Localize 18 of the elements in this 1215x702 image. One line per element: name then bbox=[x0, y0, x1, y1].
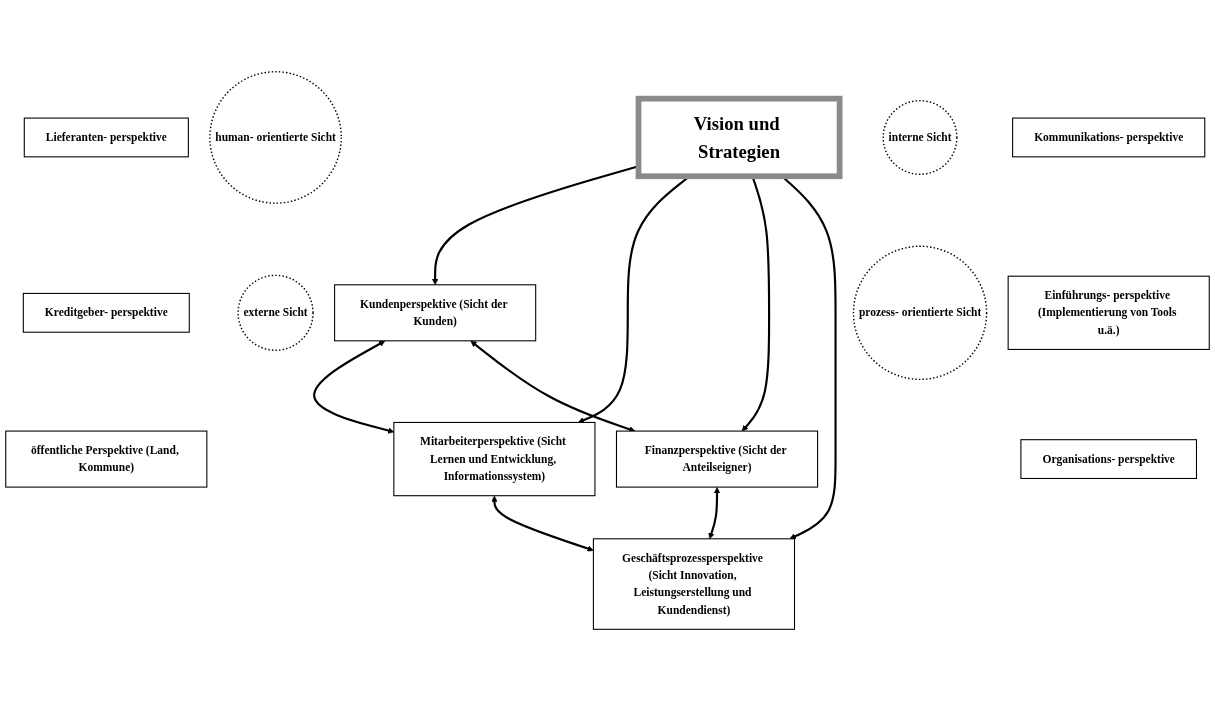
node-box: Organisations- perspektive bbox=[1020, 439, 1197, 480]
node-box: Kundenperspektive (Sicht der Kunden) bbox=[334, 284, 537, 342]
arrow bbox=[708, 487, 721, 540]
node-box: Lieferanten- perspektive bbox=[23, 118, 189, 158]
arrow bbox=[470, 341, 636, 433]
node-box: Kreditgeber- perspektive bbox=[22, 293, 190, 334]
node-box: Mitarbeiterperspektive (Sicht Lernen und Entwicklung, Informationssystem) bbox=[393, 422, 596, 497]
node-box: Kommunikations- perspektive bbox=[1012, 118, 1206, 158]
node-circle: human- orientierte Sicht bbox=[209, 71, 342, 205]
node-circle: externe Sicht bbox=[237, 275, 314, 352]
node-box: öffentliche Perspektive (Land, Kommune) bbox=[5, 431, 208, 489]
arrow bbox=[491, 496, 594, 553]
node-circle: prozess- orientierte Sicht bbox=[852, 246, 988, 381]
node-box: Geschäftsprozessperspektive (Sicht Innovation, Leistungserstellung und Kundendienst) bbox=[592, 538, 796, 631]
node-box: Finanzperspektive (Sicht der Anteilseigner) bbox=[615, 431, 819, 489]
node-box: Einführungs- perspektive (Implementierung von Tools u.ä.) bbox=[1007, 276, 1210, 351]
node-box: Vision und Strategien bbox=[635, 96, 843, 180]
node-circle: interne Sicht bbox=[882, 100, 958, 176]
